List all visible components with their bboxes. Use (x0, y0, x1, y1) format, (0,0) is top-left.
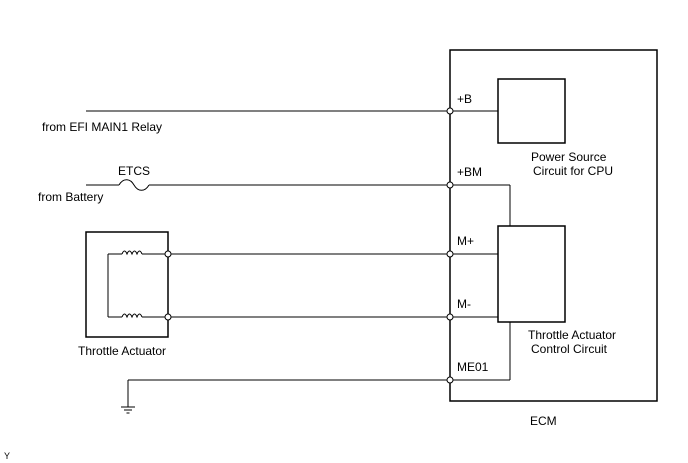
pin-m-plus-label: M+ (457, 234, 474, 248)
ecm-label: ECM (530, 414, 557, 428)
from-battery-label: from Battery (38, 190, 103, 204)
control-circuit-box (497, 225, 566, 323)
from-efi-relay-label: from EFI MAIN1 Relay (42, 120, 162, 134)
power-source-label-2: Circuit for CPU (533, 164, 613, 178)
power-source-label-1: Power Source (531, 150, 607, 164)
pin-m-minus-label: M- (457, 297, 471, 311)
corner-mark: Y (4, 451, 10, 461)
pin-b-label: +B (457, 92, 472, 106)
motor-coil-bottom (121, 313, 143, 319)
control-circuit-label-1: Throttle Actuator (528, 328, 616, 342)
pin-me01-label: ME01 (457, 360, 489, 374)
node-actuator-top (164, 250, 172, 258)
ground-icon (121, 406, 135, 414)
throttle-actuator-label: Throttle Actuator (78, 344, 166, 358)
pin-bm-label: +BM (457, 165, 482, 179)
node-b (446, 107, 454, 115)
motor-coil-top (121, 250, 143, 256)
node-actuator-bottom (164, 313, 172, 321)
etcs-label: ETCS (118, 164, 150, 178)
node-m-plus (446, 250, 454, 258)
power-source-box (497, 78, 566, 144)
throttle-actuator-box (85, 231, 169, 338)
node-me01 (446, 376, 454, 384)
control-circuit-label-2: Control Circuit (531, 342, 608, 356)
etcs-fuse (118, 179, 150, 191)
node-bm (446, 181, 454, 189)
node-m-minus (446, 313, 454, 321)
